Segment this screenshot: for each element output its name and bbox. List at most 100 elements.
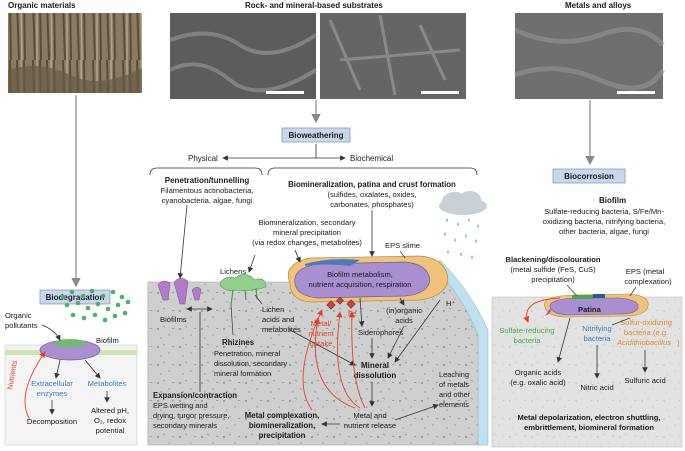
depolarization-line-2: embrittlement, biomineral formation	[524, 423, 654, 432]
penetration-line-1: Filamentous actinobacteria,	[161, 186, 254, 195]
metal-biofilm-magenta-edge	[545, 309, 551, 316]
leaching-line-3: and other	[439, 390, 471, 399]
secondary-arrow-biofilm	[294, 249, 301, 263]
altered-line-3: potential	[96, 426, 125, 435]
bioweathering-box	[281, 127, 351, 143]
biofilm-hyphae	[157, 278, 202, 305]
rock-biofilm	[294, 261, 431, 299]
organic-acids-line-2: (e.g. oxalic acid)	[510, 378, 566, 387]
biochemical-bracket	[267, 167, 478, 176]
secondary-line-3: (via redox changes, metabolites)	[252, 238, 362, 247]
fe-mineral-crystals	[326, 296, 356, 310]
release-to-leaching	[394, 403, 439, 421]
wood-photo-shadow	[8, 66, 142, 93]
sem-photo-rock-1-texture	[169, 31, 318, 93]
pollutant-arrow	[41, 324, 61, 341]
raindrops	[444, 218, 479, 259]
organic-pollutants-line-2: pollutants	[5, 321, 38, 330]
metal-release-line-1: Metal and	[353, 411, 386, 420]
penetration-line-2: cyanobacteria, algae, fungi	[162, 196, 253, 205]
lichen-acids-line-2: acids and	[262, 315, 295, 324]
scale-bar-3	[617, 91, 655, 94]
metal-biofilm-desc-3: other bacteria, algae, fungi	[559, 227, 649, 236]
metal-biofilm-desc-2: oxidizing bacteria, nitrifying bacteria,	[543, 217, 665, 226]
physical-bracket	[149, 167, 263, 176]
sox-line-2: bacteria (e.g.	[624, 328, 668, 337]
rain-cloud	[439, 191, 487, 215]
complexation-line-3: precipitation	[259, 431, 306, 440]
rhizines-desc-3: mineral formation	[214, 369, 271, 378]
eps-pointer	[629, 286, 637, 297]
organic-biofilm-label: Biofilm	[96, 336, 119, 345]
rhizines-desc-2: dissolution, secondary	[214, 359, 287, 368]
biomineralization-line-2: carbonates, phosphates)	[330, 200, 414, 209]
biomineralization-title: Biomineralization, patina and crust form…	[288, 180, 456, 189]
srb-red-arrow	[523, 297, 561, 323]
biofilm-to-siderophores	[358, 297, 365, 327]
mineral-dissolution-line-1: Mineral	[361, 361, 389, 370]
inorganic-acids-line-1: (in)organic	[386, 306, 422, 315]
organic-pollutants-line-1: Organic	[5, 311, 32, 320]
organic-biofilm-cap	[54, 339, 86, 347]
blackening-pointer	[566, 284, 578, 297]
sox-line-1: Sulfur-oxidizing	[620, 318, 672, 327]
secondary-arrow-lichen	[247, 254, 256, 273]
h-plus-label: H⁺	[446, 299, 456, 308]
blackening-line-3: precipitation)	[531, 275, 575, 284]
patina-label: Patina	[578, 305, 602, 314]
organic-acids-line-1: Organic acids	[515, 368, 562, 377]
sem-photo-metal	[515, 13, 663, 99]
altered-line-2: O₂, redox	[94, 416, 126, 425]
metal-uptake-line-3: uptake	[310, 339, 333, 348]
siderophores-label: Siderophores	[358, 328, 403, 337]
secondary-line-2: mineral precipitation	[273, 228, 341, 237]
metabolism-line-2: nutrient acquisition, respiration	[309, 280, 412, 289]
expansion-title: Expansion/contraction	[153, 391, 237, 400]
metabolism-line-1: Biofilm metabolism,	[327, 270, 393, 279]
release-to-uptake-arrow-1	[313, 317, 356, 409]
header-rock-substrates: Rock- and mineral-based substrates	[245, 1, 383, 10]
header-metals-alloys: Metals and alloys	[565, 1, 632, 10]
nitrifying-line-1: Nitrifying	[582, 324, 612, 333]
metabolites-label: Metabolites	[88, 379, 127, 388]
biofilms-label: Biofilms	[160, 315, 187, 324]
lichen-acids-to-dissolution	[289, 329, 356, 366]
expansion-desc-1: EPS wetting and	[153, 401, 208, 410]
biochemical-label: Biochemical	[350, 154, 393, 163]
rhizines-desc-1: Penetration, mineral	[214, 349, 280, 358]
nitrifying-line-2: bacteria	[583, 334, 611, 343]
penetration-title: Penetration/tunnelling	[165, 176, 250, 185]
metal-biofilm-blue-band	[593, 294, 605, 298]
blackening-line-1: Blackening/discolouration	[506, 255, 601, 264]
sox-close-paren: )	[677, 338, 680, 347]
header-organic-materials: Organic materials	[8, 1, 76, 10]
srb-line-1: Sulfate-reducing	[499, 326, 554, 335]
organic-panel-bg	[4, 344, 138, 446]
metal-uptake-line-2: nutrient	[308, 329, 334, 338]
hplus-to-dissolution	[394, 299, 441, 363]
complexation-to-uptake-arrow	[302, 309, 323, 411]
enzymes-line-1: Extracellular	[31, 379, 73, 388]
secondary-line-1: Biomineralization, secondary	[258, 218, 355, 227]
depolarization-line-1: Metal depolarization, electron shuttling…	[517, 413, 660, 422]
bioweathering-label: Bioweathering	[288, 131, 343, 140]
leaching-water-stream	[434, 259, 489, 446]
physical-label: Physical	[188, 154, 218, 163]
blackening-line-2: (metal sulfide (FeS, CuS)	[510, 265, 596, 274]
rhizines-label: Rhizines	[222, 338, 255, 347]
leaching-line-1: Leaching	[439, 370, 469, 379]
enzymes-line-2: enzymes	[37, 389, 68, 398]
complexation-line-2: biomineralization,	[249, 421, 315, 430]
scale-bar-2	[421, 91, 459, 94]
eps-slime-label: EPS slime	[385, 241, 420, 250]
eps-line-1: EPS (metal	[626, 267, 665, 276]
nutrients-arrow	[24, 351, 46, 421]
release-to-uptake-arrow-2	[336, 311, 361, 409]
scale-bar-1	[266, 91, 304, 94]
metabolites-arrow	[84, 359, 101, 379]
release-to-uptake-arrow-3	[348, 311, 366, 409]
metal-biofilm	[549, 297, 639, 316]
biofilm-to-acids	[399, 297, 405, 306]
sulfuric-acid-label: Sulfuric acid	[624, 376, 665, 385]
mineral-dissolution-line-2: dissolution	[354, 371, 397, 380]
